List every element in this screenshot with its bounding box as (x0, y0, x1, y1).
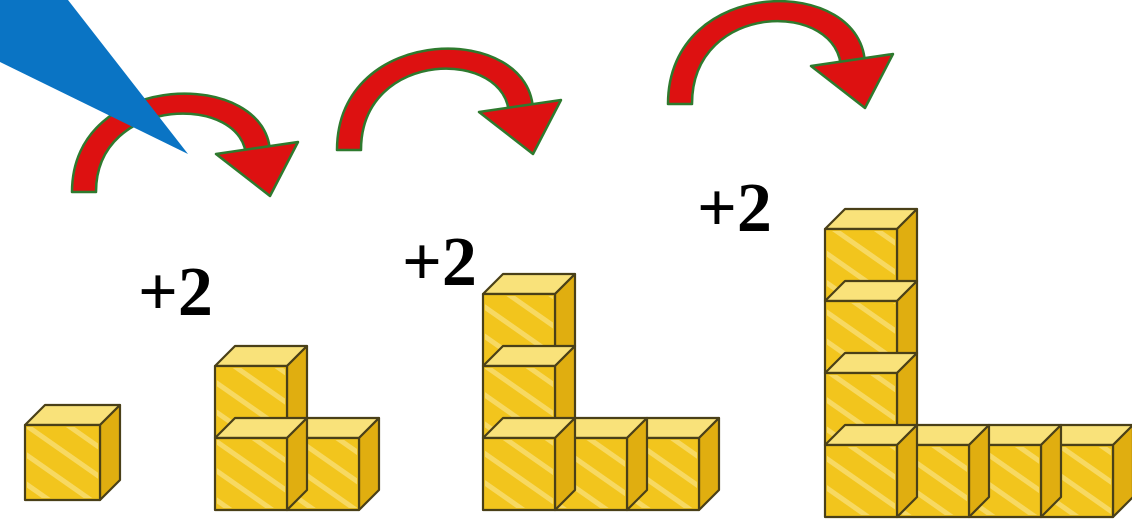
cube-figure-1 (23, 403, 122, 502)
cube-figure-4 (823, 207, 1132, 519)
curved-arrow-icon (666, 0, 895, 110)
cube (823, 351, 919, 447)
curved-arrow-icon (335, 47, 563, 156)
step-label-3: +2 (697, 170, 772, 247)
cube-figures (23, 207, 1132, 519)
step-label-1: +2 (138, 254, 213, 331)
step-arrows (70, 0, 895, 198)
cube (823, 423, 919, 519)
cube (285, 416, 381, 512)
cube-figure-2 (213, 344, 381, 512)
cube (481, 416, 577, 512)
cube (23, 403, 122, 502)
cube (213, 416, 309, 512)
step-label-2: +2 (402, 224, 477, 301)
cube-figure-3 (481, 272, 721, 512)
blue-pointer-icon (0, 0, 188, 154)
